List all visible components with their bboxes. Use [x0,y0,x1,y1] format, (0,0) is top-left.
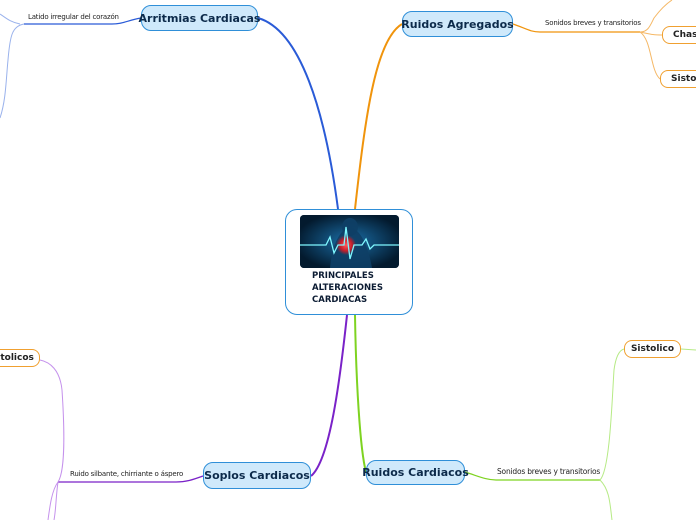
topic-soplos-label: Soplos Cardiacos [204,469,310,482]
topic-ruidos-agregados-label: Ruidos Agregados [401,17,514,31]
topic-arritmias-label: Arritmias Cardiacas [138,11,261,25]
central-label-line-3: CARDIACAS [312,295,368,305]
connector-arritmias-children [0,23,25,119]
link-label-ruidos-cardiacos[interactable]: Sonidos breves y transitorios [497,467,601,476]
topic-ruidos-agregados[interactable]: Ruidos Agregados [401,11,514,37]
subtopic-sistolicos-label: stolicos [0,353,34,363]
connector-center-arritmias [257,17,339,210]
subtopic-sistolico[interactable]: Sistolico [624,340,681,358]
connector-ruidos-agregados-label [512,23,640,33]
topic-soplos-cardiacos[interactable]: Soplos Cardiacos [203,462,311,489]
central-topic-label: PRINCIPALES ALTERACIONES CARDIACAS [312,270,404,306]
central-label-line-1: PRINCIPALES [312,271,374,281]
central-topic[interactable]: PRINCIPALES ALTERACIONES CARDIACAS [285,209,413,315]
connector-ruidos-cardiacos-label [464,471,600,481]
central-label-line-2: ALTERACIONES [312,283,383,293]
connector-soplos-label [58,475,204,483]
link-label-soplos[interactable]: Ruido silbante, chirriante o áspero [70,470,184,478]
link-label-ruidos-agregados[interactable]: Sonidos breves y transitorios [545,19,641,27]
connector-arritmias-label [24,17,142,25]
subtopic-chasq[interactable]: Chasq [662,26,696,44]
connector-center-ruidos-cardiacos [354,314,367,473]
connector-center-soplos [310,314,348,477]
subtopic-sistole-label: Sistole [671,74,696,84]
subtopic-sistolicos[interactable]: stolicos [0,349,40,367]
heart-ecg-illustration [300,215,399,268]
topic-ruidos-cardiacos[interactable]: Ruidos Cardiacos [362,460,469,485]
subtopic-sistole[interactable]: Sistole [660,70,696,88]
subtopic-chasq-label: Chasq [673,30,696,40]
connector-center-ruidos-agregados [354,23,403,210]
topic-ruidos-cardiacos-label: Ruidos Cardiacos [362,466,469,479]
subtopic-sistolico-label: Sistolico [630,344,675,354]
topic-arritmias-cardiacas[interactable]: Arritmias Cardiacas [138,5,261,31]
link-label-arritmias[interactable]: Latido irregular del corazón [28,13,119,21]
